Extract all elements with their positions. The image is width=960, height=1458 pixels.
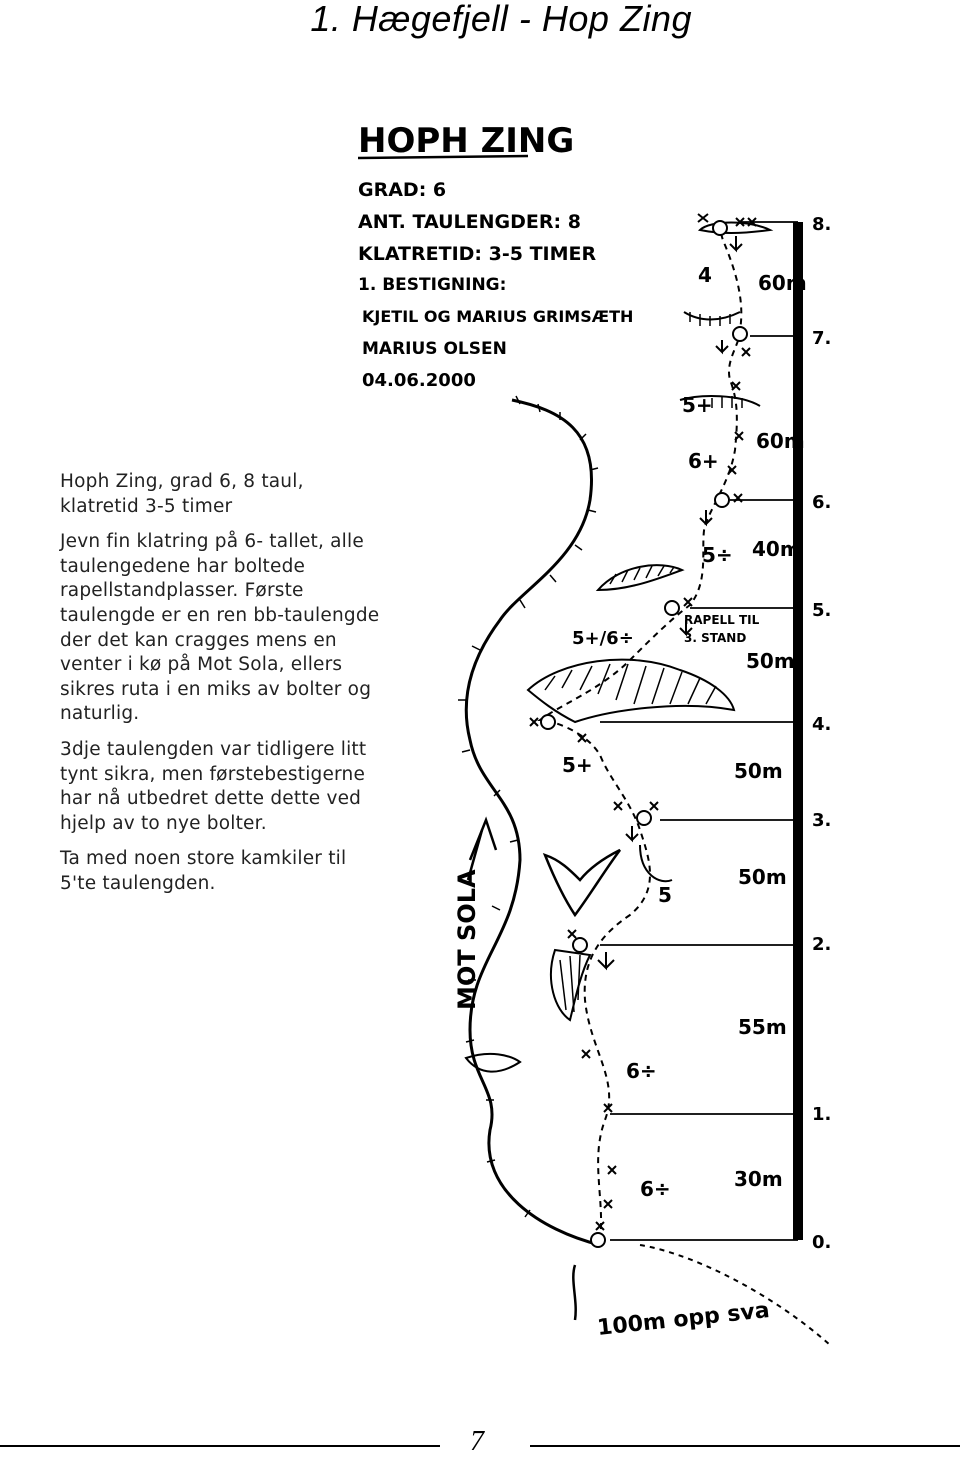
pitch-grade: 5 xyxy=(658,883,672,907)
route-topo-drawing: HOPH ZING GRAD: 6 ANT. TAULENGDER: 8 KLA… xyxy=(357,121,831,1346)
pitch-grade: 6+ xyxy=(688,449,719,473)
description-paragraph: Jevn fin klatring på 6- tallet, alle tau… xyxy=(60,531,380,725)
approach-note: 100m opp sva xyxy=(596,1298,771,1341)
rappel-note: 3. STAND xyxy=(684,631,746,645)
topo-first-ascent-label: 1. BESTIGNING: xyxy=(358,275,506,295)
pitch-grade: 5+ xyxy=(682,393,713,417)
topo-neighbour-route: MOT SOLA xyxy=(453,869,481,1010)
belay-number: 3. xyxy=(812,810,831,831)
topo-grade: GRAD: 6 xyxy=(358,179,446,201)
belay-number: 4. xyxy=(812,714,831,735)
description-paragraph: 3dje taulengden var tidligere litt tynt … xyxy=(60,738,367,834)
belay-number: 2. xyxy=(812,934,831,955)
pitch-length: 50m xyxy=(746,649,795,673)
pitch-grade: 5+/6÷ xyxy=(572,628,634,649)
page-title: 1. Hægefjell - Hop Zing xyxy=(310,0,692,39)
topo-route-name: HOPH ZING xyxy=(358,121,574,161)
topo-climb-time: KLATRETID: 3-5 TIMER xyxy=(358,243,597,265)
route-description: Hoph Zing, grad 6, 8 taul, klatretid 3-5… xyxy=(60,470,380,908)
belay-number: 0. xyxy=(812,1232,831,1253)
belay-number: 1. xyxy=(812,1104,831,1125)
pitch-grade: 6÷ xyxy=(640,1177,671,1201)
pitch-length: 55m xyxy=(738,1015,787,1039)
pitch-length: 60m xyxy=(756,429,805,453)
belay-number: 6. xyxy=(812,492,831,513)
pitch-grade: 6÷ xyxy=(626,1059,657,1083)
footer-line xyxy=(0,1445,440,1447)
belay-number: 7. xyxy=(812,328,831,349)
topo-first-ascent-names: MARIUS OLSEN xyxy=(362,339,507,359)
description-paragraph: Ta med noen store kamkiler til 5'te taul… xyxy=(60,848,347,894)
topo-first-ascent-date: 04.06.2000 xyxy=(362,370,476,391)
pitch-grade: 4 xyxy=(698,263,712,287)
pitch-length: 50m xyxy=(734,759,783,783)
pitch-length: 40m xyxy=(752,537,801,561)
pitch-length: 50m xyxy=(738,865,787,889)
pitch-length: 30m xyxy=(734,1167,783,1191)
belay-number: 5. xyxy=(812,600,831,621)
pitch-grade: 5+ xyxy=(562,753,593,777)
pitch-length: 60m xyxy=(758,271,807,295)
footer-line xyxy=(530,1445,960,1447)
topo-first-ascent-names: KJETIL OG MARIUS GRIMSÆTH xyxy=(362,307,633,326)
page-number: 7 xyxy=(470,1426,484,1457)
topo-pitch-count: ANT. TAULENGDER: 8 xyxy=(358,211,581,233)
description-paragraph: Hoph Zing, grad 6, 8 taul, klatretid 3-5… xyxy=(60,471,304,517)
pitch-grade: 5÷ xyxy=(702,543,733,567)
rappel-note: RAPELL TIL xyxy=(684,613,760,627)
belay-number: 8. xyxy=(812,214,831,235)
